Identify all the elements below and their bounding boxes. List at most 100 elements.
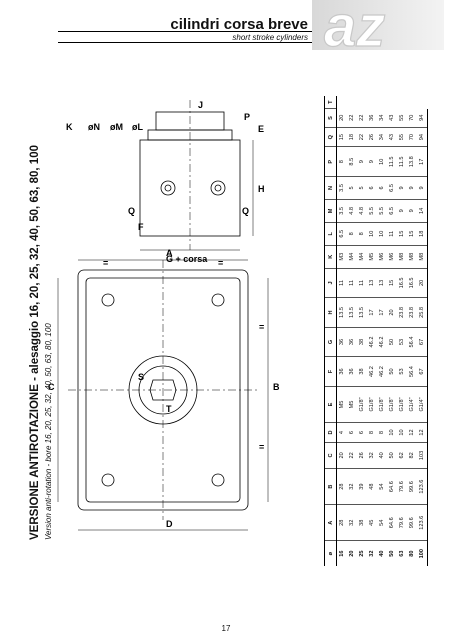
table-cell: 28: [336, 504, 347, 541]
table-cell: 56.4: [407, 356, 417, 387]
table-cell: 40: [377, 442, 387, 469]
table-cell: 11: [336, 268, 347, 298]
table-cell: 62: [397, 442, 407, 469]
dim-A: A: [166, 248, 173, 258]
table-cell: 15: [397, 222, 407, 246]
table-cell: 4.8: [357, 199, 367, 223]
table-cell: 8: [377, 422, 387, 443]
table-cell: 10: [367, 222, 377, 246]
dim-H: H: [258, 184, 265, 194]
table-header-cell: E: [324, 386, 337, 423]
svg-text:az: az: [324, 0, 385, 50]
front-view: [57, 259, 269, 531]
table-cell: 99.6: [407, 468, 417, 505]
table-header-cell: N: [324, 176, 337, 200]
table-cell: 38: [357, 327, 367, 357]
table-cell: 36: [347, 356, 357, 387]
table-cell: M6: [387, 245, 397, 269]
table-cell: 9: [367, 146, 377, 177]
table-cell: 5: [347, 176, 357, 200]
dim-P: P: [244, 112, 250, 122]
dim-B: B: [273, 382, 280, 392]
table-header-cell: B: [324, 468, 337, 505]
eq-side-1: =: [259, 322, 264, 332]
table-cell: G1/8": [377, 386, 387, 423]
table-cell: 26: [367, 127, 377, 147]
table-cell: 15: [407, 222, 417, 246]
table-header-cell: A: [324, 504, 337, 541]
table-cell: 6: [367, 176, 377, 200]
table-cell: M5: [367, 245, 377, 269]
table-cell: 54: [377, 504, 387, 541]
table-cell: 15: [387, 268, 397, 298]
table-cell: 10: [387, 422, 397, 443]
table-cell: 11.5: [387, 146, 397, 177]
table-cell: 43: [387, 108, 397, 128]
table-cell: 6: [347, 422, 357, 443]
table-cell: 6: [357, 422, 367, 443]
dim-G-stroke: G + corsa: [166, 254, 208, 264]
table-cell: 40: [379, 550, 385, 557]
table-cell: 46.2: [367, 356, 377, 387]
table-cell: M5: [336, 386, 347, 423]
section-title: VERSIONE ANTIROTAZIONE - alesaggio 16, 2…: [29, 145, 41, 540]
table-cell: 46.2: [367, 327, 377, 357]
table-cell: 67: [417, 327, 428, 357]
table-cell: 94: [417, 108, 428, 128]
table-cell: 94: [417, 127, 428, 147]
table-cell: 4.8: [347, 199, 357, 223]
table-header-cell: L: [324, 222, 337, 246]
dim-phiK: K: [66, 122, 73, 132]
table-cell: 12: [407, 422, 417, 443]
table-header-cell: K: [324, 245, 337, 269]
table-header-cell: M: [324, 199, 337, 223]
table-cell: 67: [417, 356, 428, 387]
dim-phiL: øL: [132, 122, 143, 132]
table-header-cell: F: [324, 356, 337, 387]
table-cell: 56.4: [407, 327, 417, 357]
table-cell: 6: [377, 176, 387, 200]
table-cell: 25.8: [417, 297, 428, 328]
table-cell: 54: [377, 468, 387, 505]
table-cell: 32: [367, 442, 377, 469]
table-cell: 6.5: [336, 222, 347, 246]
table-cell: 17: [417, 146, 428, 177]
table-cell: G1/8": [367, 386, 377, 423]
table-cell: 22: [347, 442, 357, 469]
table-cell: 70: [407, 127, 417, 147]
header-rule-lower: [58, 42, 312, 43]
eq-top-1: =: [103, 258, 108, 268]
table-cell: G1/4": [407, 386, 417, 423]
table-cell: 45: [367, 504, 377, 541]
table-cell: 8: [347, 222, 357, 246]
table-cell: 17: [377, 297, 387, 328]
dim-S: S: [138, 372, 144, 382]
table-header-cell: C: [324, 442, 337, 469]
side-view: [139, 100, 254, 251]
technical-drawing: A T S B C D = = = = G + corsa H Q Q: [48, 100, 280, 531]
table-cell: 6.5: [387, 199, 397, 223]
table-cell: M8: [397, 245, 407, 269]
dim-E: E: [258, 124, 264, 134]
table-cell: 18: [417, 222, 428, 246]
table-cell: 11.5: [397, 146, 407, 177]
table-cell: 20: [387, 297, 397, 328]
table-cell: 32: [347, 504, 357, 541]
table-cell: 63: [399, 550, 405, 557]
table-cell: 46.2: [377, 356, 387, 387]
table-cell: 16.5: [407, 268, 417, 298]
table-cell: M4: [357, 245, 367, 269]
table-cell: 36: [367, 108, 377, 128]
table-cell: 64.6: [387, 504, 397, 541]
header-rule: [58, 31, 312, 32]
table-cell: 32: [347, 468, 357, 505]
table-header-cell: J: [324, 268, 337, 298]
table-cell: 28: [336, 468, 347, 505]
table-cell: M5: [347, 386, 357, 423]
table-cell: 16.5: [397, 268, 407, 298]
